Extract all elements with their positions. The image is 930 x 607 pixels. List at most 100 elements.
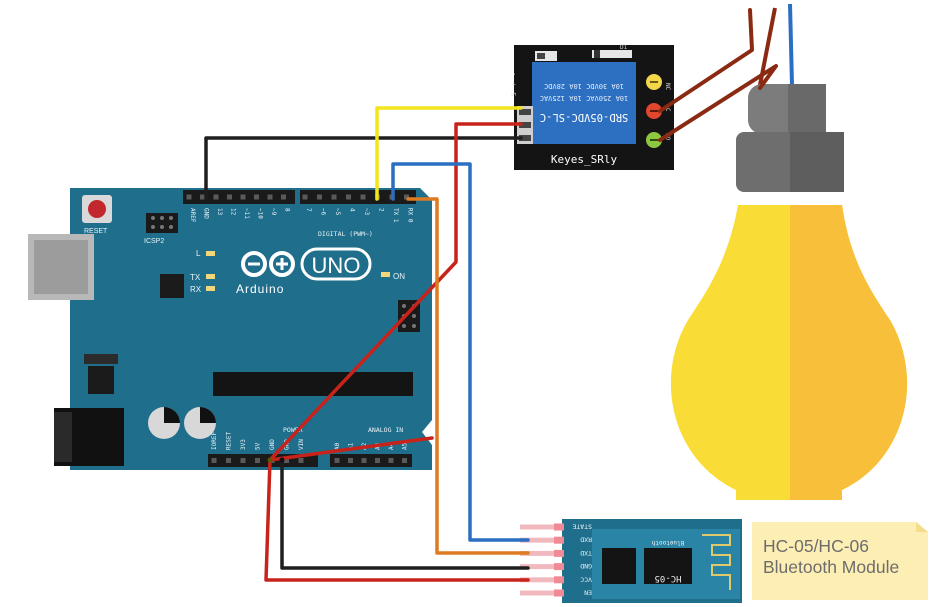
- bt-pin-header: [520, 523, 564, 597]
- led-on-label: ON: [393, 272, 405, 281]
- led-rx-label: RX: [190, 285, 202, 294]
- header-pin-label: 8: [284, 208, 291, 212]
- arduino-uno-board: RESET ICSP2 L TX RX ON: [28, 188, 432, 470]
- icsp2-pin: [151, 216, 155, 220]
- led-tx-label: TX: [190, 273, 201, 282]
- header-pin-label: ~10: [257, 208, 264, 219]
- header-pin-label: 7: [305, 208, 312, 212]
- relay-diode: [592, 50, 632, 58]
- bt-pin: [520, 537, 562, 543]
- analog-pin-label: A4: [388, 442, 395, 450]
- bulb-lead-brown-1: [758, 7, 777, 86]
- note-line-1: HC-05/HC-06: [763, 536, 869, 556]
- bt-pin-base: [554, 536, 564, 544]
- header-pin-hole: [213, 194, 219, 200]
- atmega-chip: [213, 372, 413, 396]
- power-pin-label: GND: [269, 439, 276, 450]
- analog-pin-label: A1: [348, 442, 355, 450]
- analog-label: ANALOG IN: [368, 426, 403, 434]
- header-pin-label: AREF: [189, 208, 196, 223]
- power-pin-hole: [298, 458, 304, 463]
- digital-label: DIGITAL (PWM~): [318, 230, 373, 238]
- reset-button-cap[interactable]: [88, 200, 106, 218]
- relay-module: SRD-05VDC-SL-C 10A 250VAC 10A 125VAC 10A…: [511, 44, 674, 170]
- arduino-brand-label: Arduino: [236, 282, 284, 296]
- relay-box-text: SRD-05VDC-SL-C 10A 250VAC 10A 125VAC 10A…: [540, 82, 629, 123]
- wire-junction-gnd: [279, 457, 285, 463]
- wire-5v-jumper: [268, 436, 434, 462]
- analog-pin-hole: [348, 458, 353, 463]
- uno-badge: [300, 247, 372, 281]
- icsp2-label: ICSP2: [144, 238, 164, 245]
- wire-pin3-to-relay-signal: [375, 106, 523, 201]
- relay-screw-no: [650, 139, 658, 141]
- wire-tx1-to-bt-rxd: [406, 197, 530, 555]
- icsp-pin: [412, 324, 416, 328]
- header-pin-hole: [281, 194, 286, 200]
- led-l: [206, 251, 215, 256]
- logo-minus: [248, 262, 260, 266]
- voltage-regulator: [88, 366, 114, 394]
- led-l-label: L: [196, 249, 201, 258]
- bt-pin: [520, 590, 562, 596]
- relay-switch: [535, 51, 557, 61]
- header-pin-label: 12: [230, 208, 237, 216]
- arduino-logo: UNO Arduino: [236, 247, 372, 296]
- bulb-socket-base-shade: [790, 132, 844, 192]
- wires: [204, 8, 778, 582]
- relay-rating-2: 10A 30VDC 10A 28VDC: [544, 82, 624, 90]
- bt-chip-label: HC-05: [654, 573, 681, 583]
- relay-pin-minus: [519, 135, 531, 141]
- usb-chip: [160, 274, 184, 298]
- relay-terminal-label-nc: NC: [664, 83, 671, 91]
- bt-pin-base: [554, 563, 564, 571]
- bt-chip-small: [602, 548, 636, 584]
- bulb-glass-shade: [790, 205, 908, 500]
- bt-pin-base: [554, 523, 564, 531]
- digital-header-high: [183, 190, 295, 204]
- light-bulb: [670, 3, 908, 500]
- relay-pin-label-s: S: [511, 92, 518, 96]
- wire-5v-to-bt-vcc: [264, 458, 530, 582]
- power-pin-label: 3V3: [240, 439, 247, 450]
- header-pin-label: 2: [378, 208, 385, 212]
- led-on: [381, 272, 390, 277]
- bt-pin: [520, 524, 562, 530]
- icsp2-pin: [160, 225, 164, 229]
- logo-infinity-left: [241, 251, 267, 277]
- led-tx: [206, 274, 215, 279]
- header-pin-label: RX 0: [407, 208, 414, 223]
- relay-module-label: Keyes_SRly: [551, 153, 618, 166]
- icsp-pin: [402, 324, 406, 328]
- board-pcb: [70, 188, 432, 470]
- header-pin-hole: [267, 194, 273, 200]
- header-pin-label: ~11: [243, 208, 250, 219]
- module-note-text: HC-05/HC-06 Bluetooth Module: [763, 536, 899, 578]
- header-pin-hole: [240, 194, 246, 200]
- header-pin-label: ~5: [334, 208, 341, 216]
- led-rx: [206, 286, 215, 291]
- bt-pin-label: GND: [580, 562, 592, 570]
- analog-pin-hole: [361, 458, 367, 463]
- header-pin-label: ~6: [320, 208, 327, 216]
- bt-antenna: [702, 534, 731, 590]
- bt-pin-base: [554, 589, 564, 597]
- bulb-socket-top-shade: [788, 84, 826, 134]
- power-label: POWER: [283, 426, 303, 434]
- header-pin-label: ~3: [363, 208, 370, 216]
- voltage-regulator-tab: [84, 354, 118, 364]
- wire-gnd-to-relay: [204, 136, 523, 201]
- wire-rx0-to-bt-txd: [391, 162, 530, 542]
- icsp-pin: [412, 314, 416, 318]
- relay-diode-band: [594, 50, 600, 58]
- power-pin-hole: [255, 458, 260, 463]
- note-fold: [916, 522, 928, 532]
- icsp2-pin: [151, 225, 155, 229]
- header-pin-label: 4: [349, 208, 356, 212]
- capacitor-2-mark: [200, 407, 216, 423]
- analog-pin-label: A5: [402, 442, 409, 450]
- relay-diode-label: D1: [620, 44, 628, 51]
- header-pin-label: ~9: [270, 208, 277, 216]
